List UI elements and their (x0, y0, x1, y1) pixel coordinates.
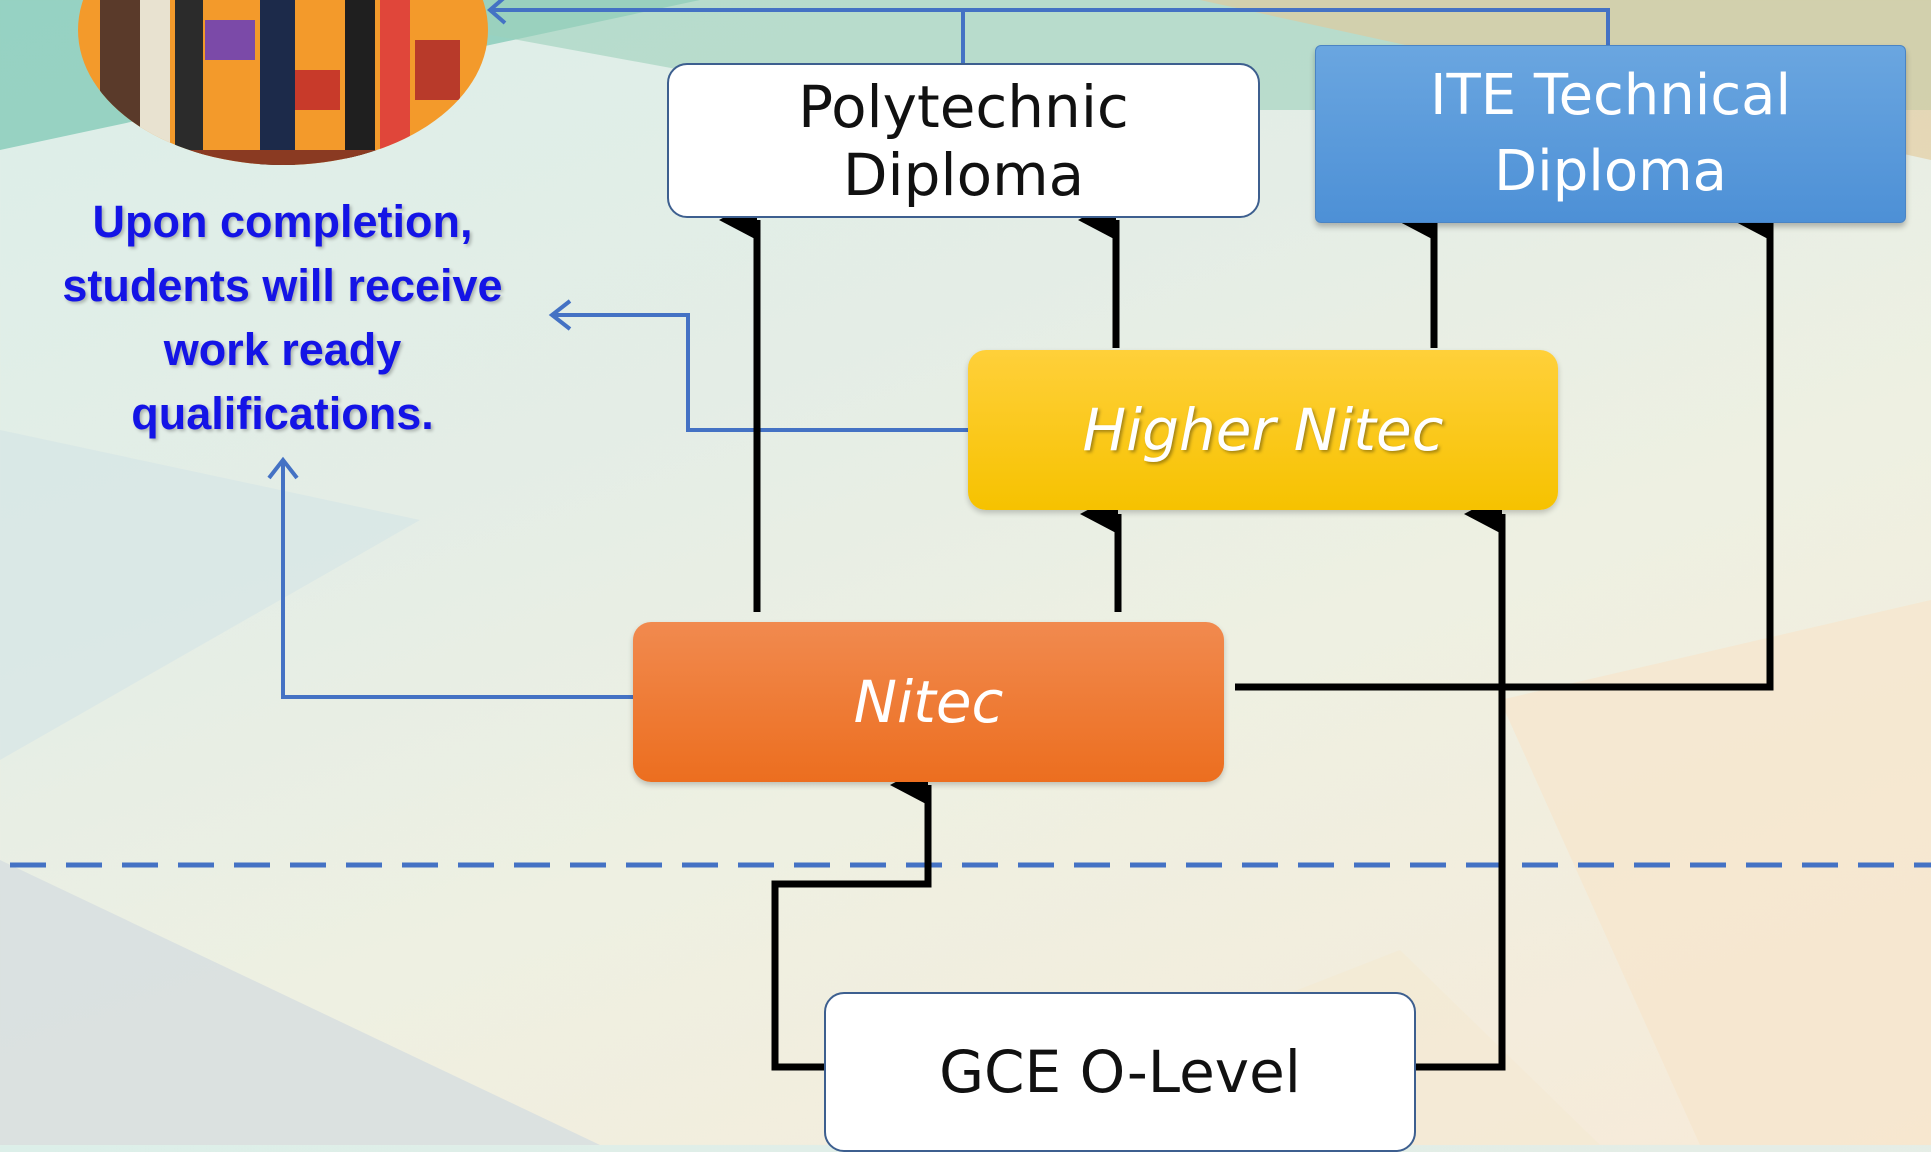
polytechnic-diploma-label: Polytechnic Diploma (798, 72, 1129, 209)
arrow-gce-to-higher-nitec (1414, 494, 1506, 1071)
gce-o-level-box: GCE O-Level (824, 992, 1416, 1152)
note-line-2: students will receive (62, 260, 503, 311)
note-line-3: work ready (163, 324, 402, 375)
completion-note: Upon completion, students will receive w… (30, 190, 535, 446)
blue-arrow-higher-nitec-to-note (548, 299, 968, 432)
polytechnic-diploma-box: Polytechnic Diploma (667, 63, 1260, 218)
blue-arrow-nitec-to-note (267, 456, 636, 699)
note-line-4: qualifications. (131, 388, 434, 439)
nitec-label: Nitec (853, 668, 1004, 736)
higher-nitec-box: Higher Nitec (968, 350, 1558, 510)
nitec-box: Nitec (633, 622, 1224, 782)
blue-top-connector (486, 0, 1610, 63)
ite-technical-diploma-label-line2: Diploma (1494, 139, 1727, 204)
arrow-nitec-to-ite (1235, 200, 1774, 691)
gce-o-level-label: GCE O-Level (939, 1038, 1301, 1106)
ite-technical-diploma-label-line1: ITE Technical (1429, 63, 1792, 128)
arrow-gce-to-nitec (771, 765, 932, 1071)
ite-technical-diploma-box: ITE Technical Diploma (1315, 45, 1906, 223)
higher-nitec-label: Higher Nitec (1082, 396, 1444, 464)
note-line-1: Upon completion, (92, 196, 473, 247)
